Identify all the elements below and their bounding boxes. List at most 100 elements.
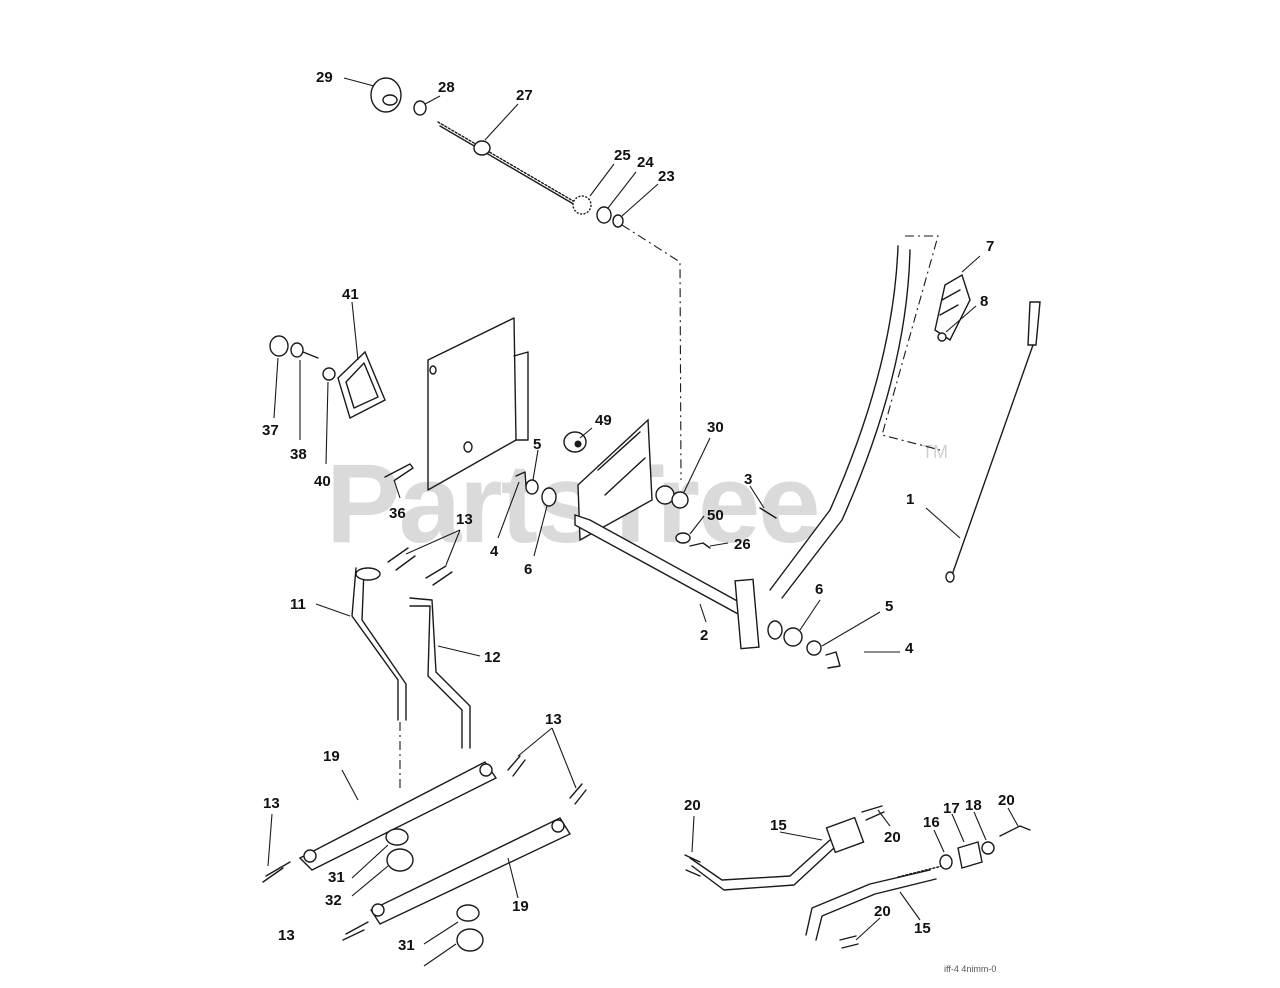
part-26-pin xyxy=(689,542,711,549)
leader-13 xyxy=(551,727,577,789)
part-24-washer xyxy=(596,206,612,224)
leader-27 xyxy=(484,103,519,141)
callouts: 29 28 27 25 24 23 41 37 38 40 36 49 5 4 … xyxy=(262,69,1015,974)
callout-37: 37 xyxy=(262,422,279,439)
callout-2: 2 xyxy=(700,627,708,644)
callout-20: 20 xyxy=(874,903,891,920)
part-1-rod-end xyxy=(945,571,955,583)
callout-20: 20 xyxy=(684,797,701,814)
part-19-arm-hole xyxy=(371,903,385,917)
callout-30: 30 xyxy=(707,419,724,436)
callout-25: 25 xyxy=(614,147,631,164)
handle-grip-outline xyxy=(881,235,941,451)
callout-19-upper: 19 xyxy=(323,748,340,765)
lift-handle-edge xyxy=(769,245,899,591)
leader-11 xyxy=(315,603,351,617)
callout-13: 13 xyxy=(278,927,295,944)
part-19-arm-hole xyxy=(303,849,317,863)
part-15-threads xyxy=(897,865,943,878)
leader-13 xyxy=(405,529,461,555)
callout-5-left: 5 xyxy=(533,436,541,453)
callout-27: 27 xyxy=(516,87,533,104)
assembly-centerline xyxy=(621,224,682,481)
part-32-nut xyxy=(456,928,484,952)
callout-12: 12 xyxy=(484,649,501,666)
leader-lines xyxy=(267,77,1019,967)
bracket-assembly xyxy=(269,317,529,491)
leader-32 xyxy=(351,865,389,897)
callout-20: 20 xyxy=(998,792,1015,809)
link-rods xyxy=(351,547,471,790)
callout-16: 16 xyxy=(923,814,940,831)
part-50-washer xyxy=(675,532,691,544)
part-38-spacer xyxy=(290,342,304,358)
callout-18: 18 xyxy=(965,797,982,814)
part-25-spring xyxy=(572,195,592,215)
part-30-socket xyxy=(671,491,689,509)
part-7-grip-ridge xyxy=(941,289,961,301)
leader-19-upper xyxy=(341,769,359,801)
callout-36: 36 xyxy=(389,505,406,522)
leader-36 xyxy=(393,479,401,499)
callout-7: 7 xyxy=(986,238,994,255)
part-19-arm-hole xyxy=(479,763,493,777)
leader-41 xyxy=(351,301,359,361)
leader-25 xyxy=(589,163,615,197)
part-16-nut xyxy=(939,854,953,870)
part-20-clip xyxy=(839,935,859,949)
watermark-text: PartsTree xyxy=(326,441,819,566)
part-6-bushing-right xyxy=(767,620,783,640)
part-27-threaded-rod xyxy=(437,121,581,206)
linkage-assembly xyxy=(684,805,1031,949)
leader-12 xyxy=(437,645,481,657)
part-13-clip xyxy=(507,755,526,777)
leader-13 xyxy=(267,813,273,867)
callout-6-left: 6 xyxy=(524,561,532,578)
part-15-rod-lower xyxy=(815,878,937,941)
leader-24 xyxy=(607,171,637,209)
part-38-shank xyxy=(302,351,319,359)
leader-49 xyxy=(579,427,593,439)
callout-26: 26 xyxy=(734,536,751,553)
knob-assembly xyxy=(370,77,682,481)
callout-40: 40 xyxy=(314,473,331,490)
callout-29: 29 xyxy=(316,69,333,86)
leader-1 xyxy=(925,507,961,539)
part-18-pin xyxy=(981,841,995,855)
leader-32 xyxy=(423,943,457,967)
leader-13 xyxy=(445,529,461,566)
leader-29 xyxy=(343,77,375,87)
part-1-rod xyxy=(951,344,1034,576)
leader-7 xyxy=(961,255,981,273)
callout-17: 17 xyxy=(943,800,960,817)
leader-15-lower xyxy=(899,891,921,921)
leader-17 xyxy=(951,813,965,843)
part-1-handle-top xyxy=(1027,301,1041,346)
callout-31: 31 xyxy=(328,869,345,886)
leader-4-left xyxy=(497,481,520,539)
leader-26 xyxy=(709,542,729,547)
leader-16 xyxy=(933,829,945,853)
part-27-rod-edge xyxy=(439,125,583,210)
part-15-rod-end xyxy=(825,816,865,854)
leader-31 xyxy=(351,844,389,879)
part-11-rod xyxy=(361,569,407,721)
handle-assembly xyxy=(769,235,1041,599)
watermark-trademark: TM xyxy=(922,442,948,462)
callout-13: 13 xyxy=(545,711,562,728)
part-30-ball-joint xyxy=(655,485,675,505)
part-37-bolt-head xyxy=(269,335,289,357)
leader-5-right xyxy=(821,611,881,647)
part-4-clip-left xyxy=(515,471,527,487)
leader-8 xyxy=(945,305,977,333)
leader-18 xyxy=(973,811,987,841)
callout-15-upper: 15 xyxy=(770,817,787,834)
part-5-washer-right xyxy=(806,640,822,656)
part-8-cap xyxy=(937,332,947,342)
part-31-washer xyxy=(385,828,409,846)
part-15-rod-lower xyxy=(805,869,931,936)
leader-15-upper xyxy=(779,831,823,841)
part-31-washer xyxy=(456,904,480,922)
part-7-grip-ridge xyxy=(939,304,959,316)
